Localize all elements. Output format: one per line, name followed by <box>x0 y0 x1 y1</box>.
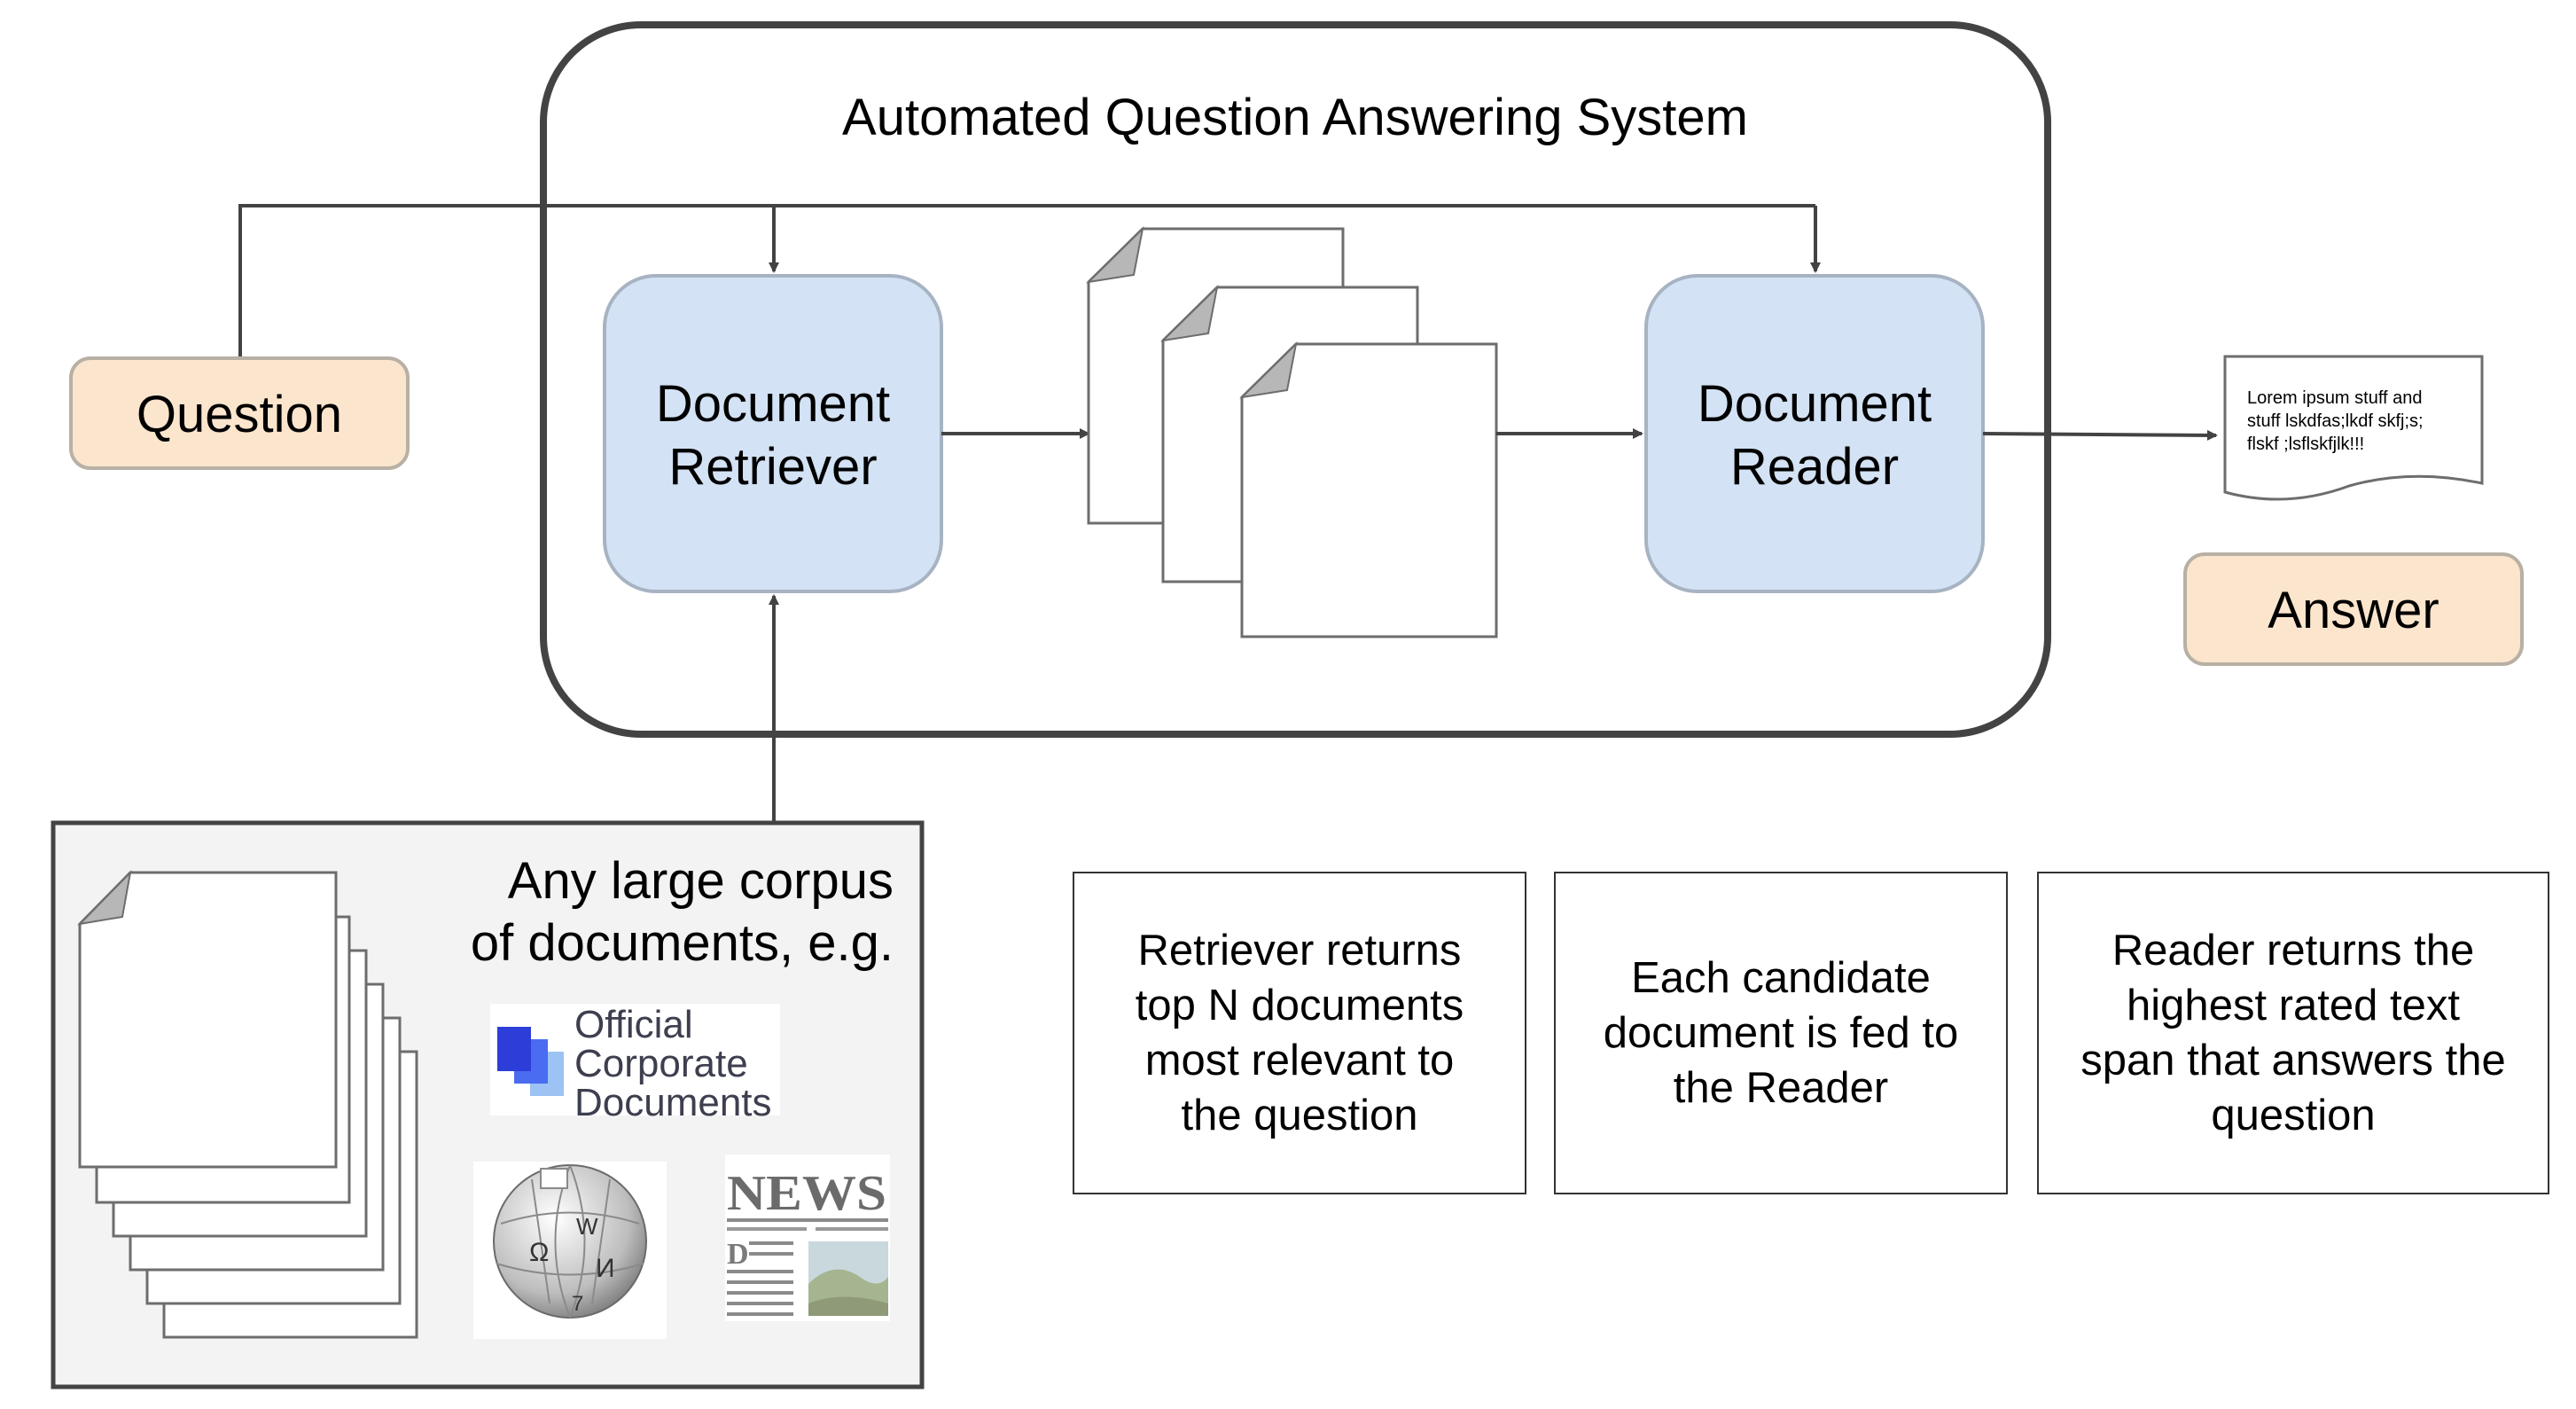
answer-snippet-line-3: flskf ;lsflskfjlk!!! <box>2247 434 2364 454</box>
svg-text:W: W <box>576 1213 598 1240</box>
answer-label: Answer <box>2268 582 2439 639</box>
description-reader: Reader returns the highest rated text sp… <box>2037 872 2549 1194</box>
document-reader-box: Document Reader <box>1644 274 1985 593</box>
question-box: Question <box>69 356 410 470</box>
answer-box: Answer <box>2183 552 2524 666</box>
official-corporate-documents-logo: Official Corporate Documents <box>490 1003 780 1124</box>
retriever-label-line-1: Document <box>656 375 890 433</box>
svg-text:D: D <box>727 1238 749 1271</box>
arrow-reader-to-answer <box>1982 429 2218 441</box>
corpus-title-line-1: Any large corpus <box>508 852 894 910</box>
candidate-document-icon <box>1239 341 1498 638</box>
corpus-document-stack <box>77 869 418 1339</box>
answer-snippet-line-1: Lorem ipsum stuff and <box>2247 388 2423 408</box>
news-icon-title: NEWS <box>727 1166 886 1221</box>
news-icon: NEWS D <box>725 1155 890 1321</box>
svg-text:Ω: Ω <box>529 1238 549 1267</box>
svg-text:И: И <box>596 1254 615 1283</box>
svg-text:7: 7 <box>572 1292 583 1316</box>
logo-text-corporate: Corporate <box>574 1042 748 1085</box>
corpus-title-line-2: of documents, e.g. <box>471 914 894 972</box>
question-line <box>238 204 1815 358</box>
document-retriever-box: Document Retriever <box>603 274 943 593</box>
answer-snippet-line-2: stuff lskdfas;lkdf skfj;s; <box>2247 411 2424 431</box>
system-title: Automated Question Answering System <box>842 89 1748 146</box>
logo-text-documents: Documents <box>574 1081 772 1124</box>
reader-label-line-1: Document <box>1698 375 1932 433</box>
question-label: Question <box>137 386 342 443</box>
description-candidates: Each candidate document is fed to the Re… <box>1554 872 2008 1194</box>
wikipedia-globe-icon: Ω W И 7 <box>473 1162 667 1339</box>
candidate-documents-stack <box>1086 226 1498 638</box>
reader-label-line-2: Reader <box>1730 438 1899 496</box>
retriever-label-line-2: Retriever <box>668 438 877 496</box>
system-frame <box>540 21 2051 738</box>
logo-text-official: Official <box>574 1003 693 1046</box>
answer-snippet-document: Lorem ipsum stuff and stuff lskdfas;lkdf… <box>2223 355 2484 501</box>
description-retriever: Retriever returns top N documents most r… <box>1073 872 1526 1194</box>
corpus-panel: Any large corpus of documents, e.g. Offi… <box>51 820 925 1389</box>
corpus-document-icon <box>77 869 338 1169</box>
